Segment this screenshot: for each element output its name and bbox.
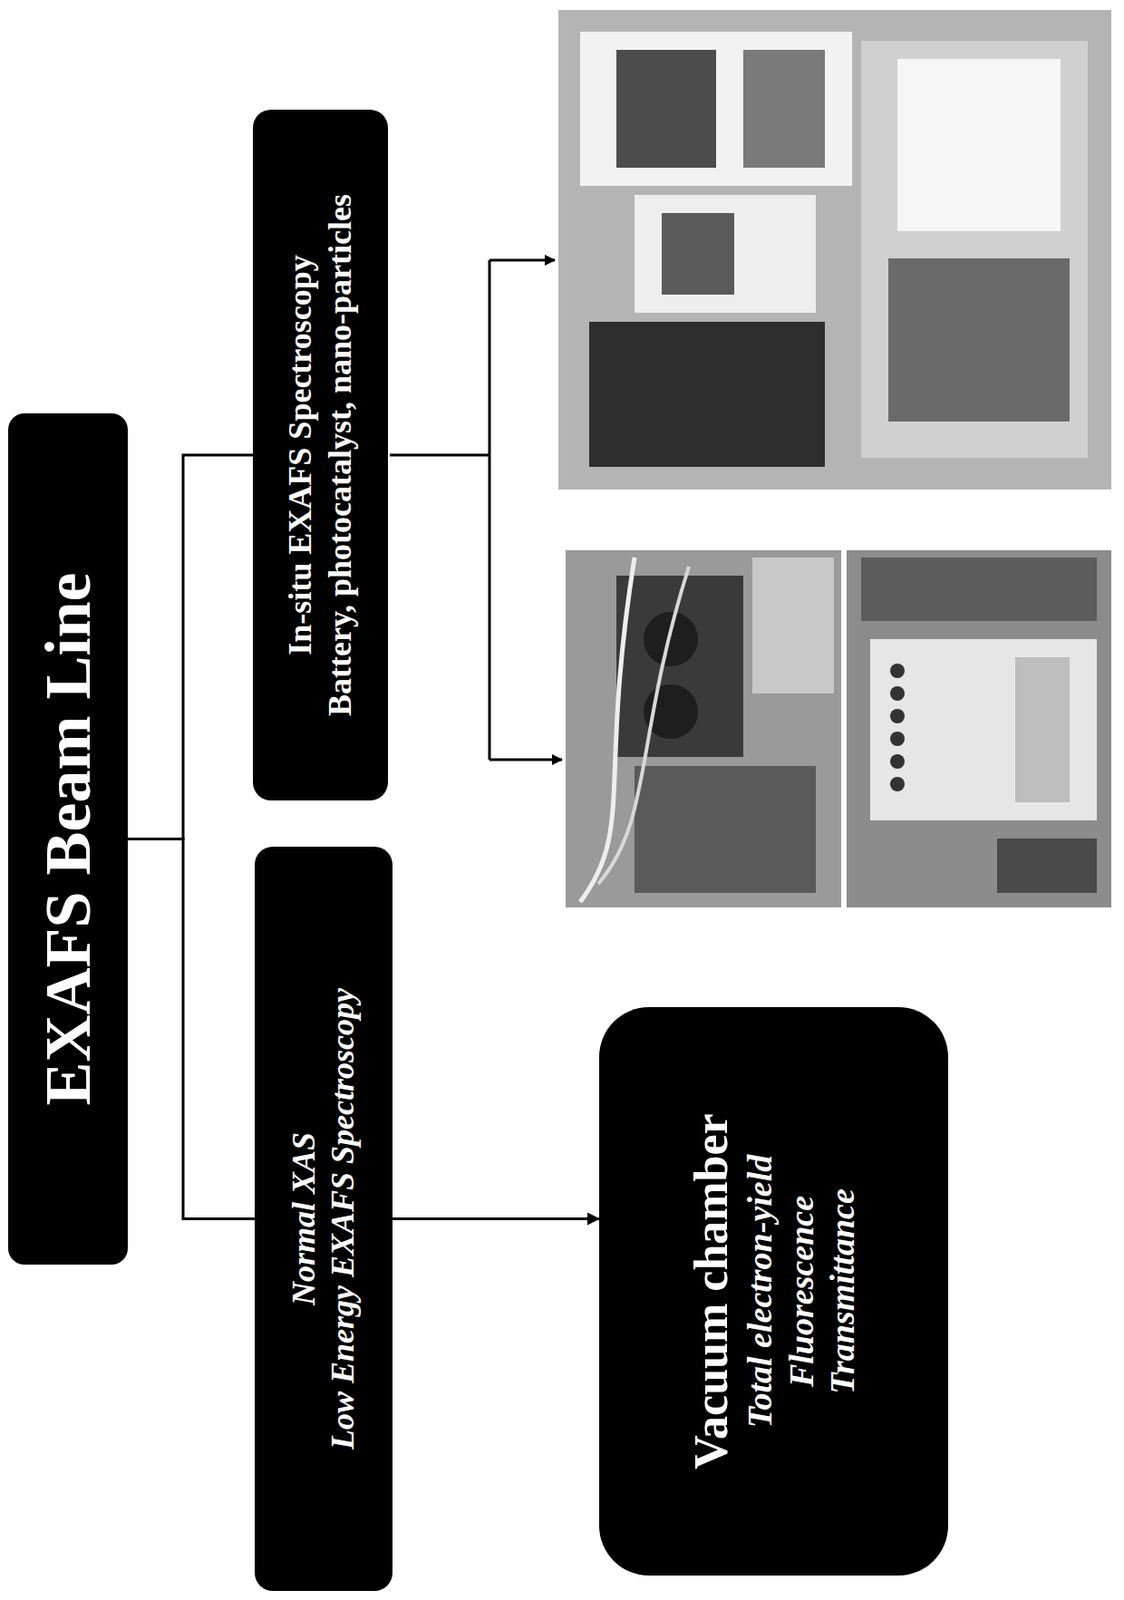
box-heading: Normal XAS [284, 1132, 324, 1306]
box-heading: In-situ EXAFS Spectroscopy [281, 254, 320, 655]
photo-arrow [489, 758, 562, 762]
branch-box: In-situ EXAFS SpectroscopyBattery, photo… [252, 109, 388, 801]
photo-equipment-rack [558, 9, 1112, 490]
connector [127, 839, 255, 1220]
box-heading: Vacuum chamber [683, 1113, 740, 1469]
box-text: Fluorescence [781, 1195, 824, 1387]
box-text: Total electron-yield [739, 1154, 782, 1428]
title-box: EXAFS Beam Line [8, 413, 128, 1265]
box-text: Transmittance [822, 1188, 864, 1395]
chamber-box: Vacuum chamberTotal electron-yieldFluore… [599, 1007, 949, 1576]
box-text: Battery, photocatalyst, nano-particles [320, 193, 360, 717]
branch-box: Normal XASLow Energy EXAFS Spectroscopy [254, 846, 393, 1591]
connector [392, 1217, 600, 1221]
photo-arrows [389, 260, 562, 760]
box-text: Low Energy EXAFS Spectroscopy [323, 988, 363, 1450]
photo-potentiostat [846, 550, 1112, 908]
box-heading: EXAFS Beam Line [29, 571, 107, 1105]
arrow-stem [389, 454, 490, 457]
arrow-bar [488, 260, 492, 760]
connector [127, 455, 253, 840]
photo-arrow [489, 259, 555, 262]
photo-insitu-cell [565, 550, 842, 908]
